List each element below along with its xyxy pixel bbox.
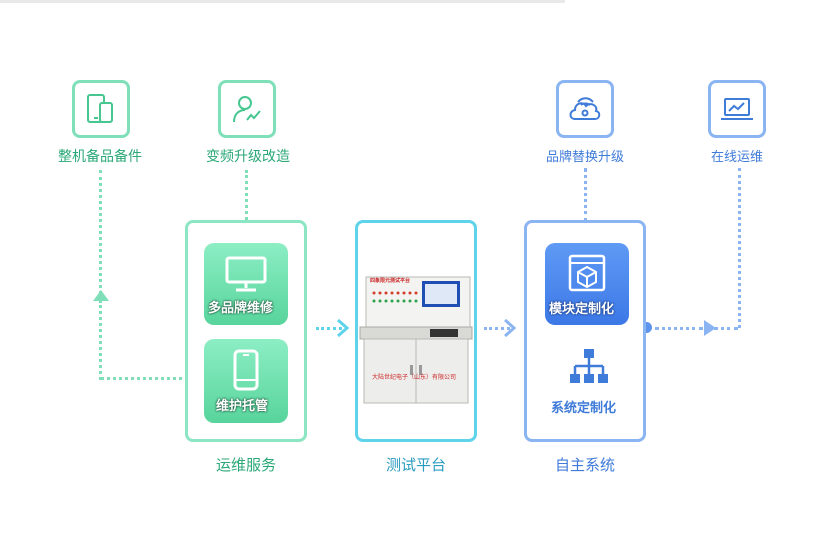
connector-vfd-down bbox=[245, 170, 248, 220]
machine-title: 四象限元测试平台 bbox=[370, 278, 411, 284]
monitor-icon bbox=[225, 256, 267, 292]
system-panel: 模块定制化 系统定制化 bbox=[524, 220, 646, 442]
connector-platform-system bbox=[484, 327, 510, 330]
arrow-right-icon bbox=[704, 320, 716, 336]
module-custom-tile[interactable]: 模块定制化 bbox=[545, 243, 629, 325]
brand-replace-label: 品牌替换升级 bbox=[545, 150, 624, 165]
cube-window-icon bbox=[568, 254, 606, 292]
test-cabinet-image bbox=[359, 276, 473, 404]
connector-service-left bbox=[100, 377, 208, 380]
maintenance-hosting-label: 维护托管 bbox=[216, 399, 269, 414]
connector-brand-down bbox=[584, 168, 587, 222]
service-caption: 运维服务 bbox=[215, 456, 276, 474]
chevron-right-icon bbox=[503, 318, 517, 342]
top-divider bbox=[0, 0, 565, 3]
maintenance-hosting-tile[interactable]: 维护托管 bbox=[204, 339, 288, 423]
online-ops-label: 在线运维 bbox=[710, 150, 763, 165]
connector-system-right bbox=[655, 327, 703, 330]
system-custom-label: 系统定制化 bbox=[551, 401, 617, 416]
spare-parts-label: 整机备品备件 bbox=[58, 149, 142, 165]
multi-brand-repair-tile[interactable]: 多品牌维修 bbox=[204, 243, 288, 325]
system-caption: 自主系统 bbox=[554, 456, 615, 474]
connector-right-turn bbox=[714, 327, 738, 330]
platform-caption: 测试平台 bbox=[385, 456, 446, 474]
multi-brand-repair-label: 多品牌维修 bbox=[208, 301, 274, 316]
module-custom-label: 模块定制化 bbox=[549, 302, 615, 317]
cloud-signal-icon bbox=[556, 80, 614, 138]
user-chart-icon bbox=[218, 80, 276, 138]
arrow-up-icon bbox=[93, 290, 109, 301]
platform-panel: 四象限元测试平台 大陆世纪电子（山东）有限公司 bbox=[355, 220, 477, 442]
machine-company: 大陆世纪电子（山东）有限公司 bbox=[372, 374, 457, 381]
vfd-upgrade-label: 变频升级改造 bbox=[206, 149, 290, 165]
service-panel: 多品牌维修 维护托管 bbox=[185, 220, 307, 442]
laptop-chart-icon bbox=[708, 80, 766, 138]
connector-service-platform bbox=[316, 327, 342, 330]
chevron-right-icon bbox=[336, 318, 350, 342]
tablet-phone-icon bbox=[72, 80, 130, 138]
connector-dot bbox=[641, 322, 652, 333]
hierarchy-icon bbox=[570, 349, 608, 383]
connector-spare-up bbox=[99, 170, 102, 300]
connector-online-up bbox=[738, 168, 741, 328]
smartphone-icon bbox=[233, 349, 259, 391]
connector-spare-down bbox=[99, 300, 102, 380]
